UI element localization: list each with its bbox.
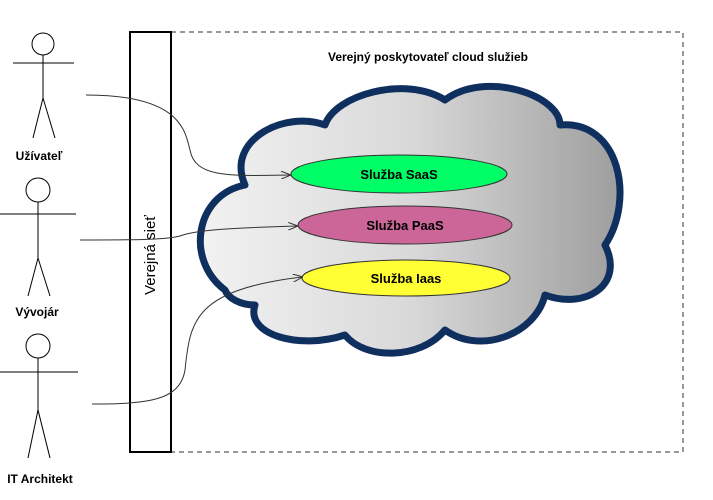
service-saas-label: Služba SaaS bbox=[360, 167, 438, 182]
actor-developer-label: Vývojár bbox=[15, 305, 59, 319]
connector-developer-paas bbox=[79, 226, 297, 241]
public-network-bar bbox=[129, 31, 172, 453]
actor-developer-head bbox=[25, 177, 51, 203]
provider-title: Verejný poskytovateľ cloud služieb bbox=[328, 50, 528, 64]
service-iaas-label: Služba Iaas bbox=[371, 271, 442, 286]
service-paas[interactable]: Služba PaaS bbox=[297, 205, 513, 245]
actor-it-architect-head bbox=[25, 333, 51, 359]
actor-it-architect-label: IT Architekt bbox=[7, 472, 73, 486]
actor-it-architect bbox=[0, 333, 78, 459]
provider-boundary bbox=[170, 31, 684, 453]
actor-developer bbox=[0, 177, 76, 297]
service-saas[interactable]: Služba SaaS bbox=[290, 154, 508, 194]
connector-architect-iaas bbox=[91, 277, 302, 405]
actor-user-label: Užívateľ bbox=[16, 149, 63, 163]
actor-user bbox=[13, 32, 74, 139]
actor-user-head bbox=[31, 32, 55, 56]
connector-user-saas bbox=[85, 94, 290, 175]
service-paas-label: Služba PaaS bbox=[366, 218, 444, 233]
public-network-label: Verejná sieť bbox=[142, 215, 159, 295]
service-iaas[interactable]: Služba Iaas bbox=[301, 259, 511, 297]
